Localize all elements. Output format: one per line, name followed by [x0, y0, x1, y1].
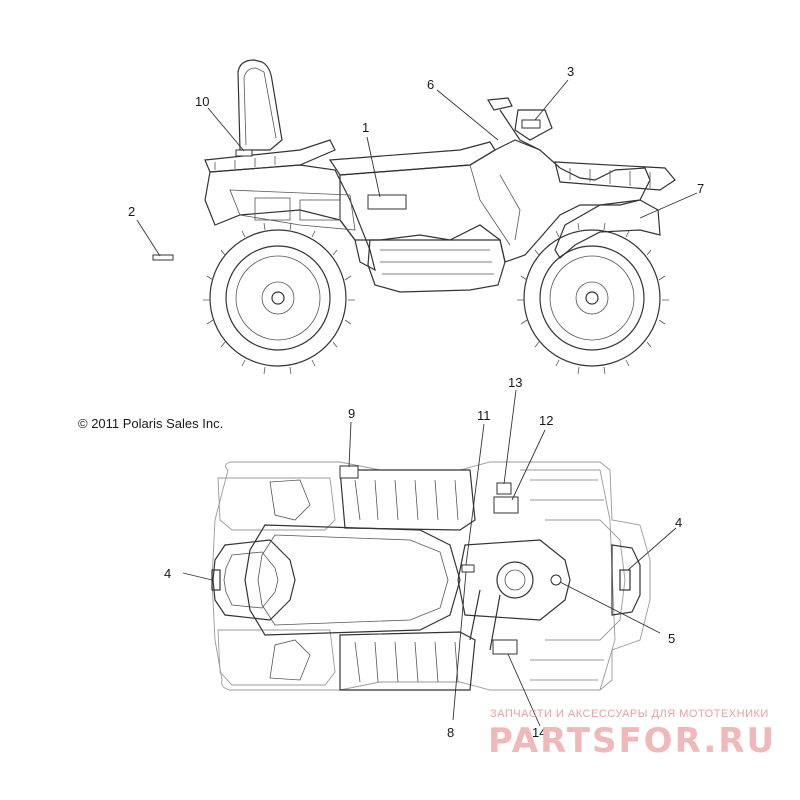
callout-9: 9 — [348, 406, 355, 421]
callout-labels: 1 2 3 4 4 5 6 7 8 9 10 11 12 13 14 — [128, 64, 704, 740]
callout-7: 7 — [697, 181, 704, 196]
atv-top-view — [211, 461, 651, 691]
callout-13: 13 — [508, 375, 522, 390]
callout-8: 8 — [447, 725, 454, 740]
rear-wheel — [203, 222, 355, 375]
callout-10: 10 — [195, 94, 209, 109]
leader-lines — [136, 79, 698, 727]
watermark: ЗАПЧАСТИ И АКСЕССУАРЫ ДЛЯ МОТОТЕХНИКИ PA… — [488, 708, 776, 761]
callout-14: 14 — [532, 725, 546, 740]
callout-12: 12 — [539, 413, 553, 428]
decal-14 — [492, 639, 518, 655]
decal-1 — [367, 194, 407, 210]
callout-2: 2 — [128, 204, 135, 219]
watermark-brand: PARTSFOR.RU — [488, 721, 776, 761]
decal-5 — [550, 574, 562, 586]
callout-1: 1 — [362, 120, 369, 135]
decal-12 — [493, 496, 519, 514]
callout-4-rear: 4 — [164, 566, 171, 581]
copyright-notice: © 2011 Polaris Sales Inc. — [78, 416, 223, 431]
front-wheel — [517, 222, 669, 375]
callout-3: 3 — [567, 64, 574, 79]
watermark-subtitle: ЗАПЧАСТИ И АКСЕССУАРЫ ДЛЯ МОТОТЕХНИКИ — [490, 708, 769, 720]
callout-5: 5 — [668, 631, 675, 646]
decal-10 — [235, 149, 253, 157]
decal-2 — [152, 254, 174, 261]
callout-4-front: 4 — [675, 515, 682, 530]
decal-11 — [461, 564, 475, 573]
atv-side-view — [152, 59, 676, 375]
decal-9 — [339, 465, 359, 479]
decal-3 — [521, 119, 541, 129]
decal-13 — [496, 482, 512, 495]
callout-11: 11 — [477, 408, 491, 423]
callout-6: 6 — [427, 77, 434, 92]
